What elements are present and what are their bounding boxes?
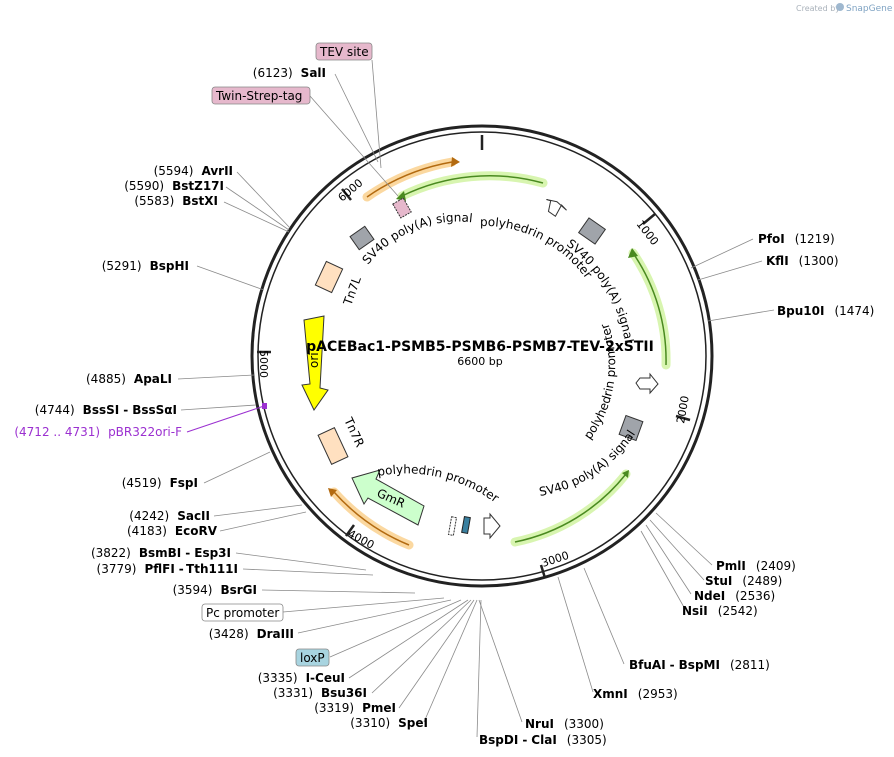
enzyme-ecorv: (4183)EcoRV (127, 524, 218, 538)
enzyme-bpu10i: Bpu10I(1474) (777, 304, 874, 318)
sv40-box-2 (577, 217, 607, 245)
enzyme-bsphi: (5291)BspHI (102, 259, 189, 273)
enzyme-bsrgi: (3594)BsrGI (173, 583, 257, 597)
enzyme-nsii: NsiI(2542) (682, 604, 758, 618)
enzyme-pmei: (3319)PmeI (314, 701, 396, 715)
plasmid-size: 6600 bp (457, 355, 502, 368)
enzyme-fspi: (4519)FspI (122, 476, 198, 490)
tev-site-box (315, 42, 373, 61)
enzyme-bfuai: BfuAI-BspMI(2811) (629, 658, 770, 672)
green-arrow-right (628, 248, 671, 370)
enzyme-xmni: XmnI(2953) (593, 687, 678, 701)
pc-promoter-marker (447, 516, 458, 536)
enzyme-bsssi: (4744)BssSI-BssSαI (35, 403, 177, 417)
enzyme-iceui: (3335)I-CeuI (258, 671, 345, 685)
loxp-box (295, 648, 330, 667)
tick-label-3000: 3000 (540, 549, 571, 570)
enzyme-avrii: (5594)AvrII (154, 164, 233, 178)
ori-label: ori (307, 352, 321, 368)
primer-marker (262, 403, 267, 409)
enzyme-pfoi: PfoI(1219) (758, 232, 835, 246)
feature-label-sv40-1: SV40 poly(A) signal (360, 210, 474, 266)
enzyme-pflfi: (3779)PflFI-Tth111I (97, 562, 238, 576)
tn7r-label: Tn7R (341, 414, 367, 449)
tick-label-4000: 4000 (346, 527, 377, 552)
green-arrow-bottom-right (510, 469, 631, 547)
promoter-arrow-2 (635, 372, 659, 395)
tn7l-box (314, 260, 344, 294)
ori-feature: ori (301, 315, 329, 411)
tick-label-2000: 2000 (674, 395, 692, 425)
orange-arrow-bottom (328, 487, 414, 550)
tick-marks (257, 135, 691, 579)
credit-brand: SnapGene (846, 4, 893, 14)
promoter-arrow-3 (483, 512, 501, 540)
sv40-box-1 (349, 225, 375, 251)
credit-prefix: Created by (796, 4, 840, 13)
snapgene-logo-icon (836, 3, 844, 11)
plasmid-name: pACEBac1-PSMB5-PSMB6-PSMB7-TEV-2xSTII (306, 339, 654, 355)
enzyme-bsu36i: (3331)Bsu36I (273, 686, 367, 700)
twin-strep-box (211, 86, 311, 105)
enzyme-bspdi: BspDI-ClaI(3305) (479, 733, 607, 747)
loxp-label: loxP (300, 651, 325, 665)
primer-label: (4712 .. 4731)pBR322ori-F (14, 425, 182, 439)
tn7r-box (317, 427, 349, 465)
primer-leader-line (186, 405, 265, 433)
enzyme-sali: (6123)SalI (253, 66, 326, 80)
promoter-arrow-1 (546, 199, 567, 217)
green-arrow-top (396, 171, 548, 201)
orange-arrow-top (362, 157, 460, 202)
tev-site-label: TEV site (319, 45, 369, 59)
enzyme-ndei: NdeI(2536) (694, 589, 775, 603)
enzyme-bsmbi: (3822)BsmBI-Esp3I (91, 546, 231, 560)
tn7l-label: Tn7L (340, 274, 364, 308)
sv40-box-3 (618, 414, 644, 442)
twin-strep-marker (392, 197, 412, 219)
enzyme-spei: (3310)SpeI (350, 716, 428, 730)
backbone (250, 124, 714, 588)
pc-promoter-label: Pc promoter (206, 606, 279, 620)
enzyme-draiii: (3428)DraIII (209, 627, 294, 641)
twin-strep-label: Twin-Strep-tag (215, 89, 302, 103)
tick-label-5000: 5000 (257, 350, 270, 378)
leader-lines (177, 59, 775, 738)
enzyme-sacii: (4242)SacII (129, 509, 210, 523)
enzyme-bstz17i: (5590)BstZ17I (124, 179, 224, 193)
loxp-marker (461, 516, 471, 534)
enzyme-stui: StuI(2489) (705, 574, 782, 588)
enzyme-apali: (4885)ApaLI (86, 372, 172, 386)
enzyme-pmli: PmlI(2409) (716, 559, 796, 573)
enzyme-kfli: KflI(1300) (766, 254, 839, 268)
enzyme-nrui: NruI(3300) (525, 717, 604, 731)
pc-promoter-box (201, 603, 284, 622)
tick-label-1000: 1000 (634, 218, 661, 248)
enzyme-bstxi: (5583)BstXI (134, 194, 218, 208)
